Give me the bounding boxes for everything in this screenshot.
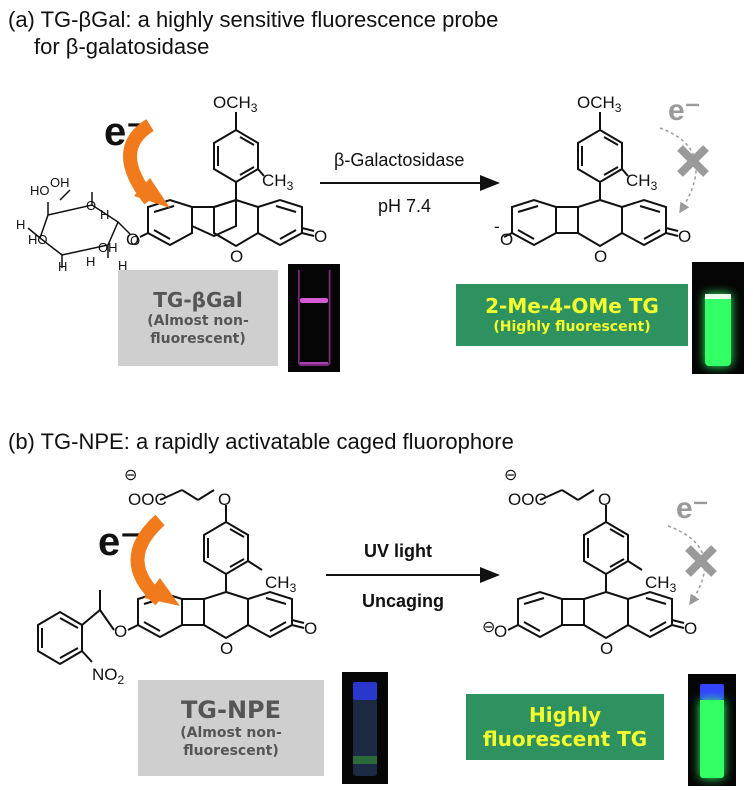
subscript-3: 3 — [287, 179, 294, 193]
uncaging-label: Uncaging — [362, 591, 444, 611]
ether-oxygen-label: O — [218, 490, 231, 509]
svg-text:CH3: CH3 — [265, 573, 297, 595]
product-a-sub: (Highly fluorescent) — [493, 319, 651, 335]
panel-a-title-line1: (a) TG-βGal: a highly sensitive fluoresc… — [8, 7, 499, 32]
curved-electron-arrowhead — [144, 578, 180, 606]
carbonyl-oxygen-label: O — [314, 227, 327, 246]
subscript-3: 3 — [290, 581, 297, 595]
product-b-name-line2: fluorescent TG — [482, 727, 648, 751]
svg-text:NO2: NO2 — [92, 665, 125, 687]
tg-npe-name: TG-NPE — [180, 696, 282, 724]
quench-dotted-arrow-icon — [659, 127, 697, 214]
sugar-label: H — [118, 258, 127, 273]
panel-a-title: (a) TG-βGal: a highly sensitive fluoresc… — [8, 6, 498, 60]
sugar-label: H — [86, 254, 95, 269]
sugar-label: HO — [30, 183, 50, 198]
sugar-label: HO — [28, 232, 48, 247]
subscript-3: 3 — [251, 101, 258, 115]
tg-npe-label-box: TG-NPE (Almost non- fluorescent) — [138, 680, 324, 776]
enzyme-label: β-Galactosidase — [334, 150, 464, 170]
panel-a-product-structure — [503, 112, 679, 248]
subscript-2: 2 — [118, 673, 125, 687]
quenched-electron-label: e⁻ — [668, 94, 701, 127]
phenol-oxygen-label: O — [114, 622, 127, 641]
sugar-label: H — [58, 259, 67, 274]
sugar-label: O — [130, 233, 140, 248]
panel-a-galactose-structure — [27, 189, 131, 268]
phenoxide-minus-label: - — [494, 217, 500, 236]
ph-label: pH 7.4 — [378, 196, 431, 216]
svg-text:CH3: CH3 — [645, 573, 677, 595]
ch3-label: CH — [265, 573, 290, 592]
carbonyl-oxygen-label: O — [678, 227, 691, 246]
product-b-name-line1: Highly — [528, 703, 602, 727]
och3-label: OCH — [213, 93, 251, 112]
panel-a-reactant-structure — [139, 112, 315, 248]
och3-label: OCH — [577, 93, 615, 112]
panel-b-reactant-structure — [37, 489, 305, 666]
panel-a-title-line2: for β-galatosidase — [34, 34, 210, 59]
ch3-label: CH — [645, 573, 670, 592]
panel-b-title-text: (b) TG-NPE: a rapidly activatable caged … — [8, 429, 514, 454]
sugar-label: OH — [50, 175, 70, 190]
tg-bgal-sub2: fluorescent) — [150, 331, 246, 347]
carbonyl-oxygen-label: O — [304, 619, 317, 638]
product-b-label-box: Highly fluorescent TG — [466, 694, 664, 760]
panel-b-product-structure — [507, 489, 685, 640]
carboxylate-label: OOC — [508, 490, 547, 509]
panel-a-reactant-labels: OCH3 CH3 O O O — [126, 93, 327, 266]
tg-bgal-sub1: (Almost non- — [147, 313, 249, 329]
curved-electron-arrowhead — [134, 178, 170, 208]
cuvette-photo-a-product — [692, 262, 744, 374]
panel-b-reactant-labels: ⊖ OOC O CH3 O O O NO2 — [92, 467, 317, 687]
svg-text:OCH3: OCH3 — [577, 93, 622, 115]
panel-b-product-labels: ⊖ OOC O CH3 ⊖ O O O — [482, 467, 697, 658]
ring-oxygen-label: O — [220, 639, 233, 658]
cuvette-photo-b-product — [688, 674, 736, 786]
ring-oxygen-label: O — [230, 247, 243, 266]
nitro-label: NO — [92, 665, 118, 684]
tg-npe-sub1: (Almost non- — [180, 725, 282, 741]
sugar-label: OH — [98, 240, 118, 255]
ch3-label: CH — [626, 171, 651, 190]
phenoxide-oxygen-label: O — [494, 622, 507, 641]
ring-oxygen-label: O — [594, 247, 607, 266]
quench-x-icon — [685, 545, 717, 577]
quench-x-icon — [677, 145, 709, 177]
sugar-label: O — [86, 198, 96, 213]
tg-bgal-name: TG-βGal — [153, 288, 243, 312]
carboxylate-minus-icon: ⊖ — [124, 467, 137, 484]
tg-bgal-label-box: TG-βGal (Almost non- fluorescent) — [118, 270, 278, 366]
sugar-label: H — [16, 217, 25, 232]
product-a-label-box: 2-Me-4-OMe TG (Highly fluorescent) — [456, 284, 688, 346]
sugar-label: H — [100, 207, 109, 222]
svg-text:CH3: CH3 — [626, 171, 658, 193]
panel-b-title: (b) TG-NPE: a rapidly activatable caged … — [8, 428, 514, 455]
panel-a-galactose-labels: HO OH HO H O H H OH H O H — [16, 175, 140, 274]
carbonyl-oxygen-label: O — [684, 619, 697, 638]
product-a-name: 2-Me-4-OMe TG — [485, 294, 659, 318]
phenol-oxygen-label: O — [126, 230, 139, 249]
ch3-label: CH — [262, 171, 287, 190]
ether-oxygen-label: O — [598, 490, 611, 509]
cuvette-photo-a-reactant — [288, 264, 340, 372]
svg-text:CH3: CH3 — [262, 171, 294, 193]
svg-text:OCH3: OCH3 — [213, 93, 258, 115]
subscript-3: 3 — [615, 101, 622, 115]
quenched-electron-label: e⁻ — [676, 492, 709, 525]
carboxylate-minus-icon: ⊖ — [504, 467, 517, 484]
panel-a-product-labels: OCH3 CH3 - O O O — [494, 93, 691, 266]
phenoxide-minus-icon: ⊖ — [482, 619, 495, 636]
carboxylate-label: OOC — [128, 490, 167, 509]
ring-oxygen-label: O — [600, 639, 613, 658]
subscript-3: 3 — [651, 179, 658, 193]
cuvette-photo-b-reactant — [342, 672, 388, 784]
subscript-3: 3 — [670, 581, 677, 595]
phenoxide-oxygen-label: O — [500, 230, 513, 249]
uv-light-label: UV light — [364, 541, 432, 561]
tg-npe-sub2: fluorescent) — [183, 743, 279, 759]
